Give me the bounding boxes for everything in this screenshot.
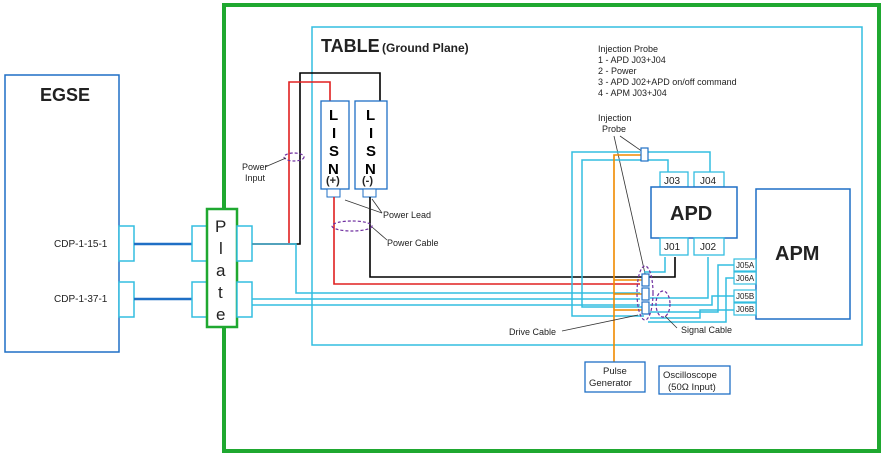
apm-j05a-connector	[733, 258, 757, 272]
plate-letter-3: a	[216, 261, 226, 280]
power-cable-marker	[331, 220, 373, 232]
injection-probe-pointer-1	[619, 135, 644, 153]
plate-connector-right-bottom	[236, 281, 253, 318]
drive-cable-label: Drive Cable	[509, 327, 556, 337]
signal-cable-label: Signal Cable	[681, 325, 732, 335]
loop-apd-j01	[644, 257, 666, 273]
loop-apm-j06a	[648, 277, 734, 323]
power-input-pointer	[264, 157, 287, 168]
lisn-minus-s: S	[366, 143, 376, 160]
lisn-plus-sign: (+)	[326, 175, 340, 187]
apd-j02-label: J02	[700, 242, 717, 253]
lisn-minus-i: I	[369, 125, 373, 142]
apd-j04-label: J04	[700, 176, 717, 187]
oscilloscope-box	[658, 365, 731, 395]
egse-connector-top	[118, 225, 135, 262]
lisn-plus-n: N	[328, 161, 339, 178]
power-input-marker	[283, 152, 305, 162]
apm-j05b-label: J05B	[736, 292, 754, 301]
power-cable-label: Power Cable	[387, 238, 439, 248]
lisn-plus-i: I	[332, 125, 336, 142]
pulse-generator-label-2: Generator	[589, 378, 632, 389]
oscilloscope-label-2: (50Ω Input)	[668, 382, 716, 393]
injection-probe-label-2: Probe	[602, 124, 626, 134]
apd-j01-connector	[659, 237, 689, 256]
apd-j02-connector	[693, 237, 725, 256]
drive-cable-pointer	[561, 314, 639, 332]
loop-inner	[581, 159, 644, 308]
egse-connector-bottom-label: CDP-1-37-1	[54, 294, 108, 305]
apm-j05b-connector	[733, 289, 757, 303]
injection-legend-item-3: 3 - APD J02+APD on/off command	[598, 77, 737, 87]
lisn-minus-n: N	[365, 161, 376, 178]
apd-j01-label: J01	[664, 242, 681, 253]
loop-apd-j04	[648, 151, 711, 172]
drive-cable-marker	[636, 265, 654, 321]
plate-letter-2: l	[219, 239, 223, 258]
lisn-plus-l: L	[329, 107, 338, 124]
egse-connector-top-label: CDP-1-15-1	[54, 239, 108, 250]
injection-probe-label-1: Injection	[598, 113, 632, 123]
apd-box	[650, 186, 738, 239]
table-ground-plane	[311, 26, 863, 346]
apm-j06b-label: J06B	[736, 305, 754, 314]
injection-probe-ring-3	[641, 301, 650, 315]
power-lead-pointer-2	[371, 198, 383, 214]
apm-j06a-label: J06A	[736, 274, 755, 283]
power-lead-label: Power Lead	[383, 210, 431, 220]
plate-connector-right-top	[236, 225, 253, 262]
pulse-generator-box	[584, 361, 646, 393]
power-cable-pointer	[371, 226, 388, 241]
lisn-minus-lead-connector	[362, 188, 377, 198]
plate-connector-left-bottom	[191, 281, 208, 318]
plate-connector-left-top	[191, 225, 208, 262]
injection-probe-ring-top	[640, 147, 649, 162]
oscilloscope-label-1: Oscilloscope	[663, 370, 717, 381]
power-lead-red	[333, 197, 640, 285]
lisn-plus-box	[320, 100, 350, 190]
power-lead-pointer-1	[344, 199, 383, 214]
plate-letter-4: t	[218, 283, 223, 302]
signal-cable-pointer	[664, 315, 678, 329]
signal-cable-marker	[655, 290, 671, 318]
egse-connector-bottom	[118, 281, 135, 318]
table-subtitle: (Ground Plane)	[382, 41, 469, 55]
loop-apd-j03-2	[640, 159, 669, 172]
drive-cable-orange	[613, 154, 642, 362]
injection-legend-item-2: 2 - Power	[598, 66, 637, 76]
power-input-label-2: Input	[245, 173, 266, 183]
power-input-label-1: Power	[242, 162, 268, 172]
injection-legend-item-4: 4 - APM J03+J04	[598, 88, 667, 98]
plate-letter-1: P	[215, 217, 226, 236]
power-lead-black	[369, 197, 676, 278]
lisn-minus-box	[354, 100, 388, 190]
egse-box	[4, 74, 120, 353]
lisn-minus-l: L	[366, 107, 375, 124]
loop-apm-j05a	[650, 264, 734, 313]
injection-legend-title: Injection Probe	[598, 44, 658, 54]
lisn-plus-s: S	[329, 143, 339, 160]
plate-letter-5: e	[216, 305, 225, 324]
apd-title: APD	[670, 203, 712, 225]
apm-j05a-label: J05A	[736, 261, 755, 270]
injection-legend-item-1: 1 - APD J03+J04	[598, 55, 666, 65]
table-title: TABLE	[321, 36, 380, 56]
apm-j06a-connector	[733, 271, 757, 285]
loop-apd-j03	[571, 151, 644, 317]
loop-apm-j05b	[650, 295, 734, 306]
apm-j06b-connector	[733, 302, 757, 316]
apm-title: APM	[775, 243, 819, 265]
cable-plate-top-cyan	[252, 243, 640, 294]
apd-j03-label: J03	[664, 176, 681, 187]
loop-apm-j06b	[650, 309, 734, 319]
pulse-generator-label-1: Pulse	[603, 366, 627, 377]
lisn-plus-lead-connector	[326, 188, 341, 198]
injection-probe-ring-1	[641, 273, 650, 287]
egse-title: EGSE	[40, 85, 90, 105]
injection-probe-ring-2	[641, 287, 650, 301]
apm-box	[755, 188, 851, 320]
lisn-minus-sign: (-)	[362, 175, 373, 187]
plate	[205, 207, 239, 329]
